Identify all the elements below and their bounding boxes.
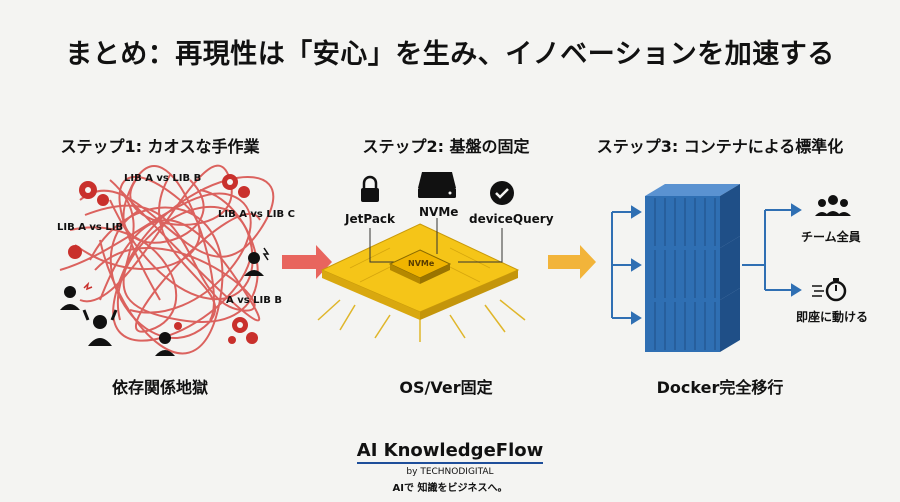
arrow-right-icon	[548, 245, 596, 279]
input-arrows	[611, 205, 642, 325]
step2-title: ステップ2: 基盤の固定	[362, 137, 530, 156]
brand-tagline: AIで 知識をビジネスへ。	[392, 483, 508, 494]
verified-badge-icon	[490, 181, 514, 205]
brand-by: by TECHNODIGITAL	[406, 467, 494, 477]
page-title: まとめ：再現性は「安心」を生み、イノベーションを加速する	[65, 39, 835, 70]
stressed-person-icon	[244, 247, 270, 276]
circuit-lines	[317, 299, 526, 342]
step3-title: ステップ3: コンテナによる標準化	[596, 137, 844, 156]
tangle-lines	[59, 164, 275, 355]
drive-icon	[418, 172, 456, 198]
ready-label: 即座に動ける	[796, 310, 869, 324]
container-stack	[645, 184, 740, 352]
stressed-person-icon	[60, 281, 93, 310]
lock-icon	[361, 175, 379, 202]
team-icon	[815, 195, 851, 216]
brand-name: AI KnowledgeFlow	[356, 440, 544, 464]
jetpack-label: JetPack	[345, 212, 396, 226]
gear-icon	[79, 181, 109, 206]
brand-block: AI KnowledgeFlow by TECHNODIGITAL AIで 知識…	[0, 440, 900, 494]
stressed-person-icon	[82, 309, 118, 346]
step3-caption: Docker完全移行	[656, 378, 784, 397]
conflict-label: LIB A vs LIB B	[124, 173, 202, 184]
step2-caption: OS/Ver固定	[399, 378, 493, 397]
step1-title: ステップ1: カオスな手作業	[60, 137, 260, 156]
gear-icon	[228, 317, 258, 344]
chip-label: NVMe	[408, 259, 435, 268]
conflict-label: A vs LIB B	[226, 295, 282, 306]
conflict-label: LIB A vs LIB	[57, 222, 124, 233]
output-arrows	[742, 203, 802, 297]
devicequery-label: deviceQuery	[469, 212, 554, 226]
gear-icon	[222, 174, 250, 198]
team-label: チーム全員	[801, 230, 861, 244]
gear-icon	[68, 245, 82, 259]
stressed-person-icon	[155, 322, 182, 356]
nvme-label: NVMe	[419, 205, 459, 219]
arrow-right-icon	[282, 245, 332, 279]
conflict-label: LIB A vs LIB C	[218, 209, 295, 220]
stopwatch-icon	[812, 278, 847, 302]
step1-caption: 依存関係地獄	[111, 378, 208, 397]
